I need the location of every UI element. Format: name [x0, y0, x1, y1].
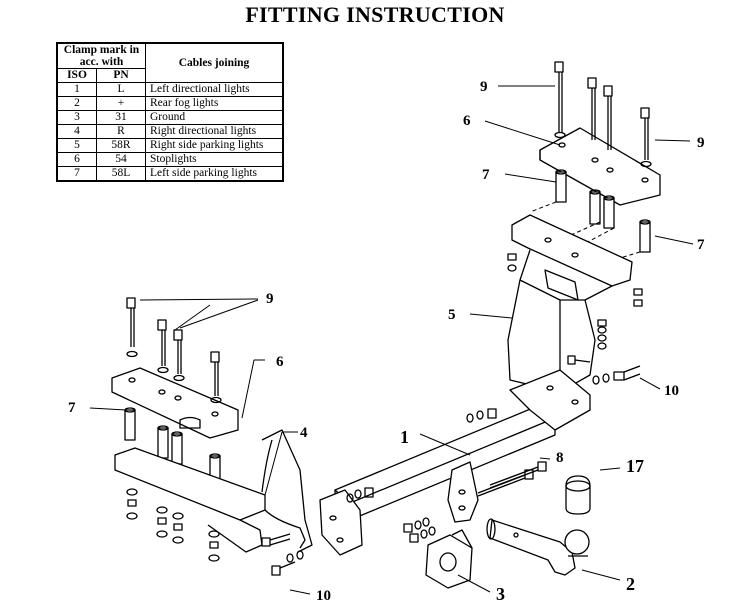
left-nut-stacks [126, 488, 220, 562]
socket-plate [425, 529, 473, 589]
left-top-plate [111, 367, 239, 439]
callout-9: 9 [480, 79, 488, 95]
right-side-bolts [567, 355, 641, 385]
callout-7: 7 [482, 167, 490, 183]
pn-header: PN [96, 68, 146, 83]
leader-lines [89, 85, 694, 595]
page-title: FITTING INSTRUCTION [245, 2, 505, 27]
cable-joining-table: Clamp mark in acc. with Cables joining I… [56, 42, 284, 182]
callout-3: 3 [496, 584, 505, 601]
iso-header: ISO [56, 68, 97, 83]
callout-7: 7 [697, 237, 705, 253]
main-crossbar [319, 369, 591, 556]
ball-cap [565, 475, 591, 515]
callout-9: 9 [697, 135, 705, 151]
crossbar-washers [346, 408, 497, 503]
callout-10: 10 [664, 383, 679, 399]
left-side-bracket [261, 429, 313, 553]
right-top-bolts [554, 61, 652, 168]
callout-2: 2 [626, 574, 635, 594]
callout-labels: 9 6 7 9 7 5 10 1 8 17 2 3 4 6 9 7 10 [68, 79, 705, 601]
left-spacers [124, 407, 221, 487]
callout-1: 1 [400, 427, 409, 447]
left-lower-plate [114, 439, 306, 553]
table-row: 2+Rear fog lights [56, 96, 284, 111]
right-plate-nuts [507, 253, 643, 350]
center-bolts [403, 461, 547, 543]
callout-8: 8 [556, 450, 564, 466]
right-side-bracket [507, 214, 633, 393]
left-side-bolts [261, 533, 304, 576]
callout-6: 6 [463, 113, 471, 129]
right-spacers [555, 169, 651, 253]
right-top-plate [539, 127, 661, 206]
callout-9: 9 [266, 291, 274, 307]
callout-4: 4 [300, 425, 308, 441]
left-top-bolts [126, 297, 222, 404]
callout-7: 7 [68, 400, 76, 416]
callout-6: 6 [276, 354, 284, 370]
callout-5: 5 [448, 307, 456, 323]
callout-10: 10 [316, 588, 331, 601]
ball-neck [486, 518, 590, 576]
callout-17: 17 [626, 456, 644, 476]
